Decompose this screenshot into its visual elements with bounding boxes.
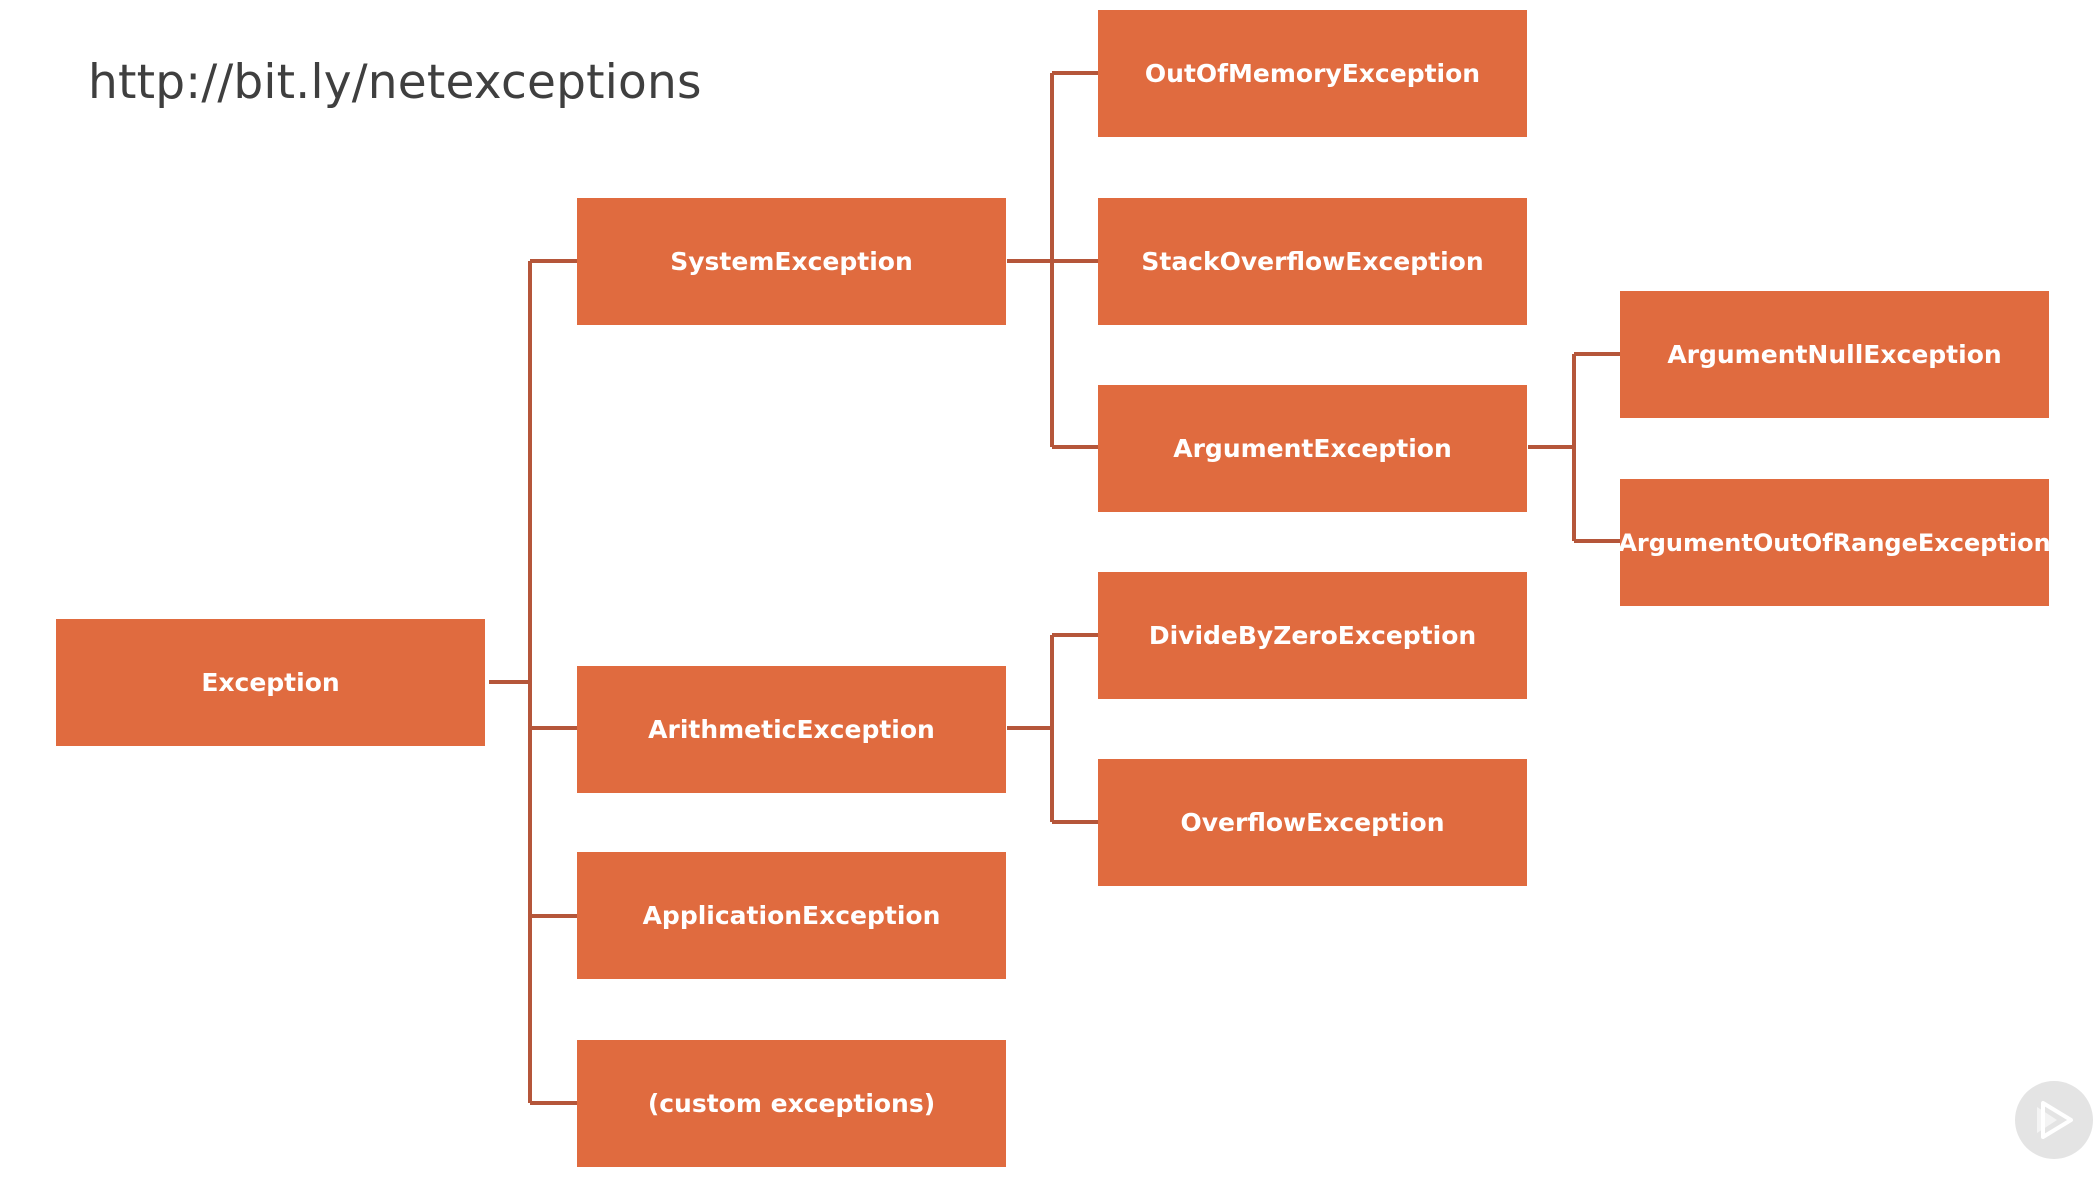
connector-exception-children (489, 259, 577, 1105)
node-system-exception: SystemException (577, 198, 1006, 325)
play-button[interactable] (2015, 1081, 2093, 1159)
node-stack-overflow-exception: StackOverflowException (1098, 198, 1527, 325)
node-divide-by-zero-exception: DivideByZeroException (1098, 572, 1527, 699)
node-arithmetic-exception: ArithmeticException (577, 666, 1006, 793)
node-overflow-exception: OverflowException (1098, 759, 1527, 886)
node-out-of-memory-exception: OutOfMemoryException (1098, 10, 1527, 137)
play-icon (2037, 1101, 2073, 1139)
node-custom-exceptions: (custom exceptions) (577, 1040, 1006, 1167)
connector-argumentexception-children (1528, 352, 1620, 543)
node-argument-out-of-range-exception: ArgumentOutOfRangeException (1618, 479, 2051, 606)
connector-systemexception-children (1007, 71, 1098, 449)
node-argument-null-exception: ArgumentNullException (1620, 291, 2049, 418)
url-title: http://bit.ly/netexceptions (88, 55, 702, 110)
node-application-exception: ApplicationException (577, 852, 1006, 979)
connector-arithmeticexception-children (1007, 633, 1098, 824)
node-exception: Exception (56, 619, 485, 746)
node-argument-exception: ArgumentException (1098, 385, 1527, 512)
